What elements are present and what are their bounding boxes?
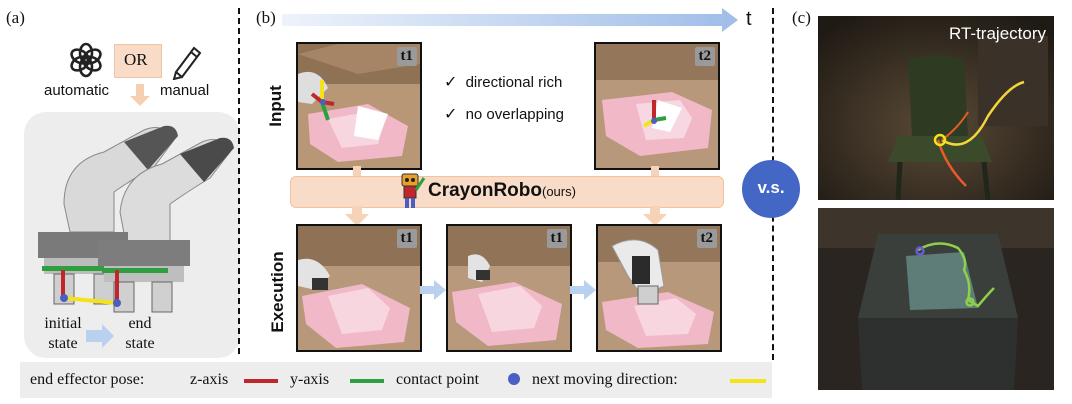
method-name: CrayonRobo(ours) bbox=[428, 180, 576, 202]
legend-next-direction-swatch bbox=[730, 379, 766, 383]
end-state-label: end state bbox=[125, 315, 155, 352]
method-suffix: (ours) bbox=[542, 184, 576, 199]
execution-frame-1: t1 bbox=[296, 224, 422, 352]
arrow-down-icon bbox=[345, 206, 369, 226]
legend-y-axis-swatch bbox=[350, 379, 384, 383]
panel-c-label: (c) bbox=[792, 8, 811, 27]
or-box bbox=[114, 44, 162, 78]
time-arrow bbox=[282, 8, 738, 32]
check-item-1: ✓ directional rich bbox=[444, 72, 562, 91]
panel-b-label: (b) bbox=[256, 8, 276, 27]
automatic-label: automatic bbox=[44, 82, 110, 99]
legend-contact-point-dot bbox=[508, 373, 520, 385]
versus-label: v.s. bbox=[757, 178, 785, 197]
frame-time-tag: t1 bbox=[396, 229, 417, 248]
check-label: directional rich bbox=[465, 74, 563, 91]
legend-next-direction-label: next moving direction: bbox=[532, 371, 678, 388]
crayon-robot-icon bbox=[401, 173, 426, 208]
check-label: no overlapping bbox=[465, 106, 564, 123]
rt-trajectory-title: RT-trajectory bbox=[949, 24, 1046, 43]
frame-time-tag: t2 bbox=[696, 229, 717, 248]
execution-frame-3: t2 bbox=[596, 224, 722, 352]
check-item-2: ✓ no overlapping bbox=[444, 104, 564, 123]
or-label: OR bbox=[124, 50, 148, 69]
frame-time-tag: t1 bbox=[396, 47, 417, 66]
execution-frame-2: t1 bbox=[446, 224, 572, 352]
gripper-illustration bbox=[38, 125, 234, 348]
versus-badge bbox=[742, 160, 800, 218]
arrow-right-icon bbox=[570, 280, 596, 300]
legend-bar bbox=[20, 362, 772, 398]
rt-trajectory-image-top: RT-trajectory bbox=[818, 16, 1054, 200]
divider-a-b bbox=[238, 8, 240, 354]
manual-label: manual bbox=[160, 82, 210, 99]
execution-row-label: Execution bbox=[268, 251, 287, 333]
method-bar bbox=[290, 176, 724, 208]
input-row-label: Input bbox=[266, 85, 285, 127]
legend-z-axis-swatch bbox=[244, 379, 278, 383]
openai-logo-icon bbox=[70, 42, 102, 78]
pencil-icon bbox=[172, 46, 202, 80]
frame-time-tag: t1 bbox=[546, 229, 567, 248]
checkmark-icon: ✓ bbox=[444, 72, 458, 91]
frame-time-tag: t2 bbox=[694, 47, 715, 66]
legend-prefix: end effector pose: bbox=[30, 371, 145, 388]
panel-a-label: (a) bbox=[6, 8, 25, 27]
method-name-text: CrayonRobo bbox=[428, 180, 542, 201]
arrow-down-icon bbox=[643, 206, 667, 226]
input-frame-t2: t2 bbox=[594, 42, 720, 170]
time-label: t bbox=[746, 8, 752, 30]
initial-state-label: initial state bbox=[44, 315, 82, 352]
legend-y-axis-label: y-axis bbox=[290, 371, 330, 388]
down-arrow-icon bbox=[130, 84, 150, 106]
arrow-right-icon bbox=[420, 280, 446, 300]
checkmark-icon: ✓ bbox=[444, 104, 458, 123]
rt-trajectory-image-bottom bbox=[818, 208, 1054, 390]
legend-z-axis-label: z-axis bbox=[190, 371, 229, 388]
input-frame-t1: t1 bbox=[296, 42, 422, 170]
legend-contact-point-label: contact point bbox=[396, 371, 480, 388]
